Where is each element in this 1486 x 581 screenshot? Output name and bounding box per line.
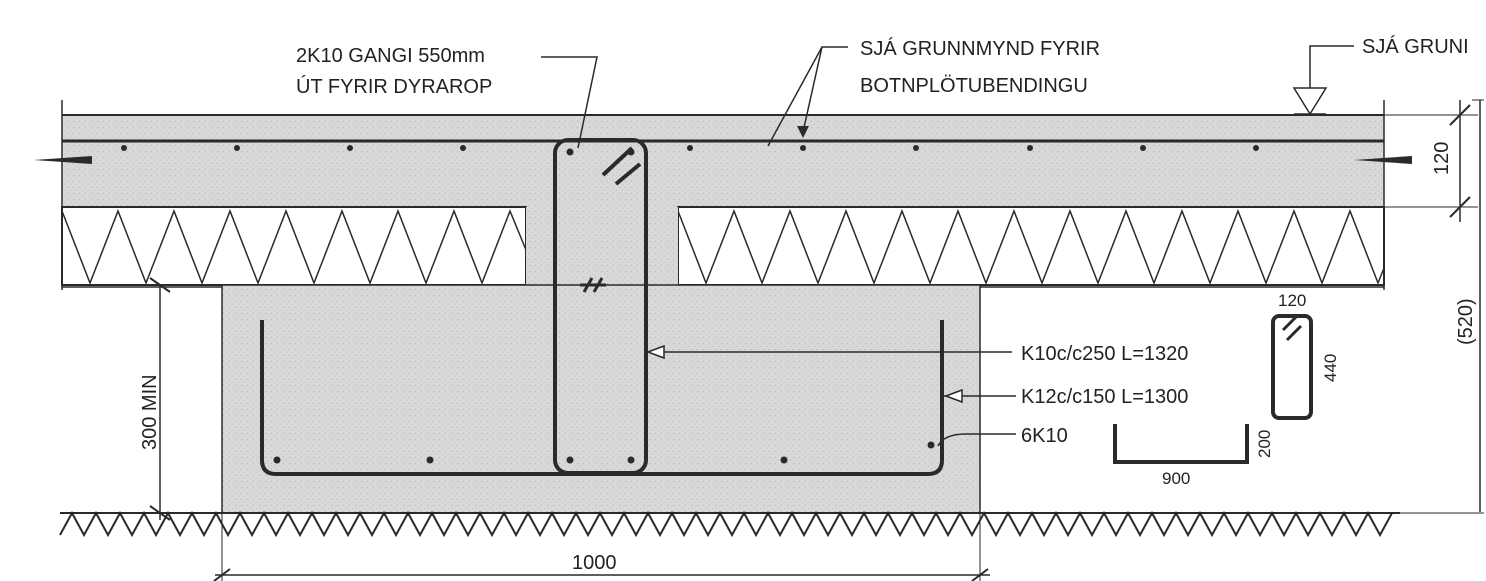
insulation-zigzag-left <box>61 208 527 286</box>
label-rebar-door: 2K10 GANGI 550mm <box>296 45 485 67</box>
label-ubar: K12c/c150 L=1300 <box>1021 386 1188 408</box>
footing-stem <box>526 207 678 287</box>
bar-break-mark <box>580 277 606 293</box>
insulation-right <box>677 206 1385 286</box>
footing-bottom-bars <box>273 441 935 464</box>
insulation-zigzag-right <box>677 208 1385 286</box>
dim-total-depth: (520) <box>1455 298 1477 345</box>
stem-stirrup <box>553 138 648 475</box>
dim-footing-height: 300 MIN <box>139 374 161 450</box>
label-door-opening: ÚT FYRIR DYRAROP <box>296 75 492 98</box>
slab-bar-dots <box>121 145 1259 151</box>
dim-stirrup-height: 440 <box>1321 354 1340 382</box>
break-marker-right <box>1354 156 1412 164</box>
dim-slab-thickness: 120 <box>1431 142 1453 175</box>
label-see-plan-top: SJÁ GRUNI <box>1362 35 1469 58</box>
label-see-plan-2: BOTNPLÖTUBENDINGU <box>860 75 1088 97</box>
level-marker <box>1292 87 1328 116</box>
dim-footing-width: 1000 <box>572 552 617 574</box>
footing <box>221 284 981 514</box>
break-marker-left <box>34 156 92 164</box>
dim-ubar-width: 900 <box>1162 469 1190 488</box>
insulation-left <box>61 206 527 286</box>
ground-hatch <box>59 510 1393 538</box>
label-see-plan-1: SJÁ GRUNNMYND FYRIR <box>860 37 1100 60</box>
label-stirrup: K10c/c250 L=1320 <box>1021 343 1188 365</box>
stirrup-detail-shape <box>1271 314 1313 420</box>
dim-ubar-leg: 200 <box>1255 430 1274 458</box>
ubar-detail-shape <box>1113 424 1249 464</box>
label-bottom-bars: 6K10 <box>1021 425 1068 447</box>
floor-slab <box>62 115 1384 207</box>
dim-stirrup-width: 120 <box>1278 291 1306 310</box>
